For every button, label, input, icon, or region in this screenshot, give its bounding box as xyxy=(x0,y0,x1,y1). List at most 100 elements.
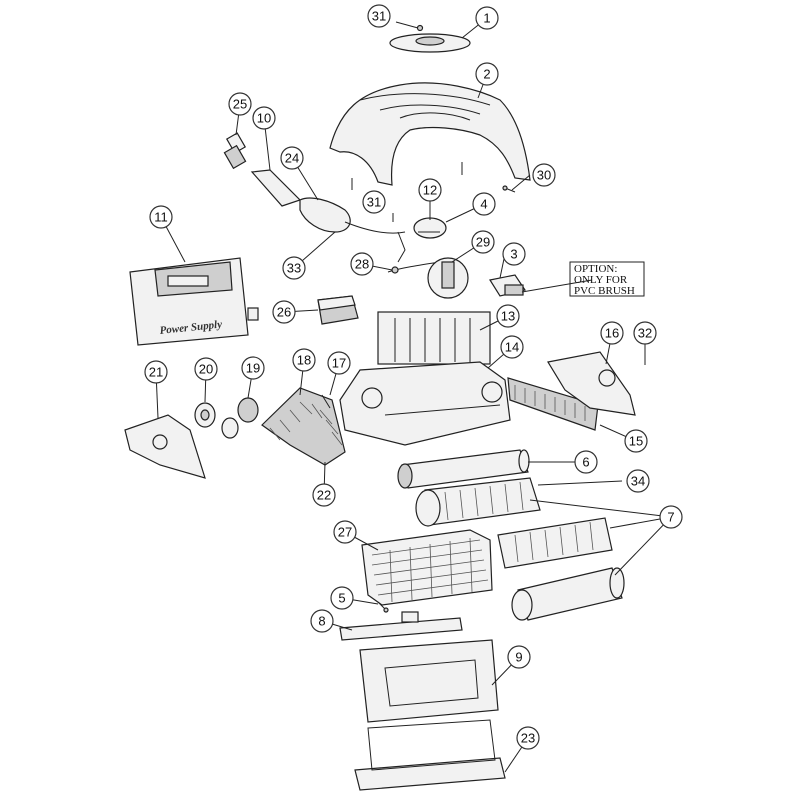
callout-label: 34 xyxy=(631,474,645,489)
callout-22: 22 xyxy=(312,483,336,507)
callout-5: 5 xyxy=(330,586,354,610)
callout-34: 34 xyxy=(626,469,650,493)
part-15-track-right xyxy=(507,377,599,431)
callout-label: 10 xyxy=(257,111,271,126)
callout-28: 28 xyxy=(350,252,374,276)
part-14-chassis xyxy=(339,361,511,446)
callout-4: 4 xyxy=(472,192,496,216)
callout-9: 9 xyxy=(507,645,531,669)
callout-label: 6 xyxy=(582,455,589,470)
callout-label: 25 xyxy=(233,97,247,112)
callout-label: 8 xyxy=(318,614,325,629)
callout-label: 14 xyxy=(505,340,519,355)
callout-label: 21 xyxy=(149,365,163,380)
callout-30: 30 xyxy=(532,163,556,187)
option-note: OPTION: ONLY FOR PVC BRUSH xyxy=(569,261,645,297)
note-line-1: OPTION: xyxy=(574,263,617,275)
callout-label: 16 xyxy=(605,326,619,341)
callout-label: 12 xyxy=(423,183,437,198)
callout-7: 7 xyxy=(659,505,683,529)
part-16-side-plate-right xyxy=(547,351,636,416)
part-27-filter-basket xyxy=(361,529,493,606)
part-30-screw xyxy=(502,185,516,193)
part-31-screw-top xyxy=(395,21,424,32)
callout-label: 31 xyxy=(367,195,381,210)
callout-18: 18 xyxy=(292,348,316,372)
callout-label: 22 xyxy=(317,488,331,503)
part-11-power-supply: Power Supply xyxy=(129,257,259,346)
part-8-bar xyxy=(339,611,463,641)
callout-label: 32 xyxy=(638,326,652,341)
callout-label: 24 xyxy=(285,151,299,166)
callout-label: 28 xyxy=(355,257,369,272)
callout-31-middle: 31 xyxy=(362,190,386,214)
callout-label: 13 xyxy=(501,309,515,324)
callout-21: 21 xyxy=(144,360,168,384)
callout-25: 25 xyxy=(228,92,252,116)
callout-label: 31 xyxy=(372,9,386,24)
part-2-top-cover xyxy=(329,82,531,186)
part-25-10-24-cable-swivel xyxy=(223,132,406,234)
callout-label: 19 xyxy=(246,361,260,376)
callout-label: 18 xyxy=(297,353,311,368)
part-23-bottom-plate xyxy=(354,719,506,791)
callout-label: 4 xyxy=(480,197,487,212)
part-7-foam-roller xyxy=(511,567,625,621)
callout-label: 7 xyxy=(667,510,674,525)
note-line-3: PVC BRUSH xyxy=(574,285,635,297)
part-28-29-cable-impeller xyxy=(387,231,469,299)
callout-31-top: 31 xyxy=(367,4,391,28)
callout-label: 5 xyxy=(338,591,345,606)
callout-26: 26 xyxy=(272,300,296,324)
callout-33: 33 xyxy=(282,256,306,280)
callout-label: 2 xyxy=(483,67,490,82)
callout-11: 11 xyxy=(149,205,173,229)
part-5-screw xyxy=(377,601,389,613)
callout-8: 8 xyxy=(310,609,334,633)
note-line-2: ONLY FOR xyxy=(574,274,628,286)
callout-29: 29 xyxy=(471,230,495,254)
callout-label: 20 xyxy=(199,362,213,377)
callout-14: 14 xyxy=(500,335,524,359)
part-1-top-cap xyxy=(389,33,471,53)
callout-13: 13 xyxy=(496,304,520,328)
callout-label: 1 xyxy=(483,11,490,26)
part-19-wheel xyxy=(221,397,259,439)
callout-6: 6 xyxy=(574,450,598,474)
callout-12: 12 xyxy=(418,178,442,202)
callout-27: 27 xyxy=(333,520,357,544)
callout-label: 3 xyxy=(510,247,517,262)
callout-label: 27 xyxy=(338,525,352,540)
part-18-track-left xyxy=(261,387,346,466)
callout-15: 15 xyxy=(624,429,648,453)
callout-label: 23 xyxy=(521,731,535,746)
callout-19: 19 xyxy=(241,356,265,380)
part-13-motor-block xyxy=(377,311,491,365)
part-6-roller xyxy=(397,449,530,489)
callout-24: 24 xyxy=(280,146,304,170)
callout-17: 17 xyxy=(327,351,351,375)
callout-label: 29 xyxy=(476,235,490,250)
callout-32: 32 xyxy=(633,321,657,345)
part-17-pin xyxy=(321,394,331,409)
callout-23: 23 xyxy=(516,726,540,750)
callout-16: 16 xyxy=(600,321,624,345)
callout-label: 33 xyxy=(287,261,301,276)
part-26-block xyxy=(317,295,359,325)
callout-20: 20 xyxy=(194,357,218,381)
callout-label: 30 xyxy=(537,168,551,183)
part-20-wheel xyxy=(194,402,216,428)
part-4-bushing xyxy=(413,217,447,239)
callout-label: 15 xyxy=(629,434,643,449)
part-34-brush xyxy=(415,477,541,527)
part-21-side-plate-left xyxy=(124,414,206,479)
callout-10: 10 xyxy=(252,106,276,130)
part-9-bracket xyxy=(359,639,499,723)
callout-2: 2 xyxy=(475,62,499,86)
callout-label: 26 xyxy=(277,305,291,320)
callout-label: 9 xyxy=(515,650,522,665)
callout-3: 3 xyxy=(502,242,526,266)
callout-1: 1 xyxy=(475,6,499,30)
